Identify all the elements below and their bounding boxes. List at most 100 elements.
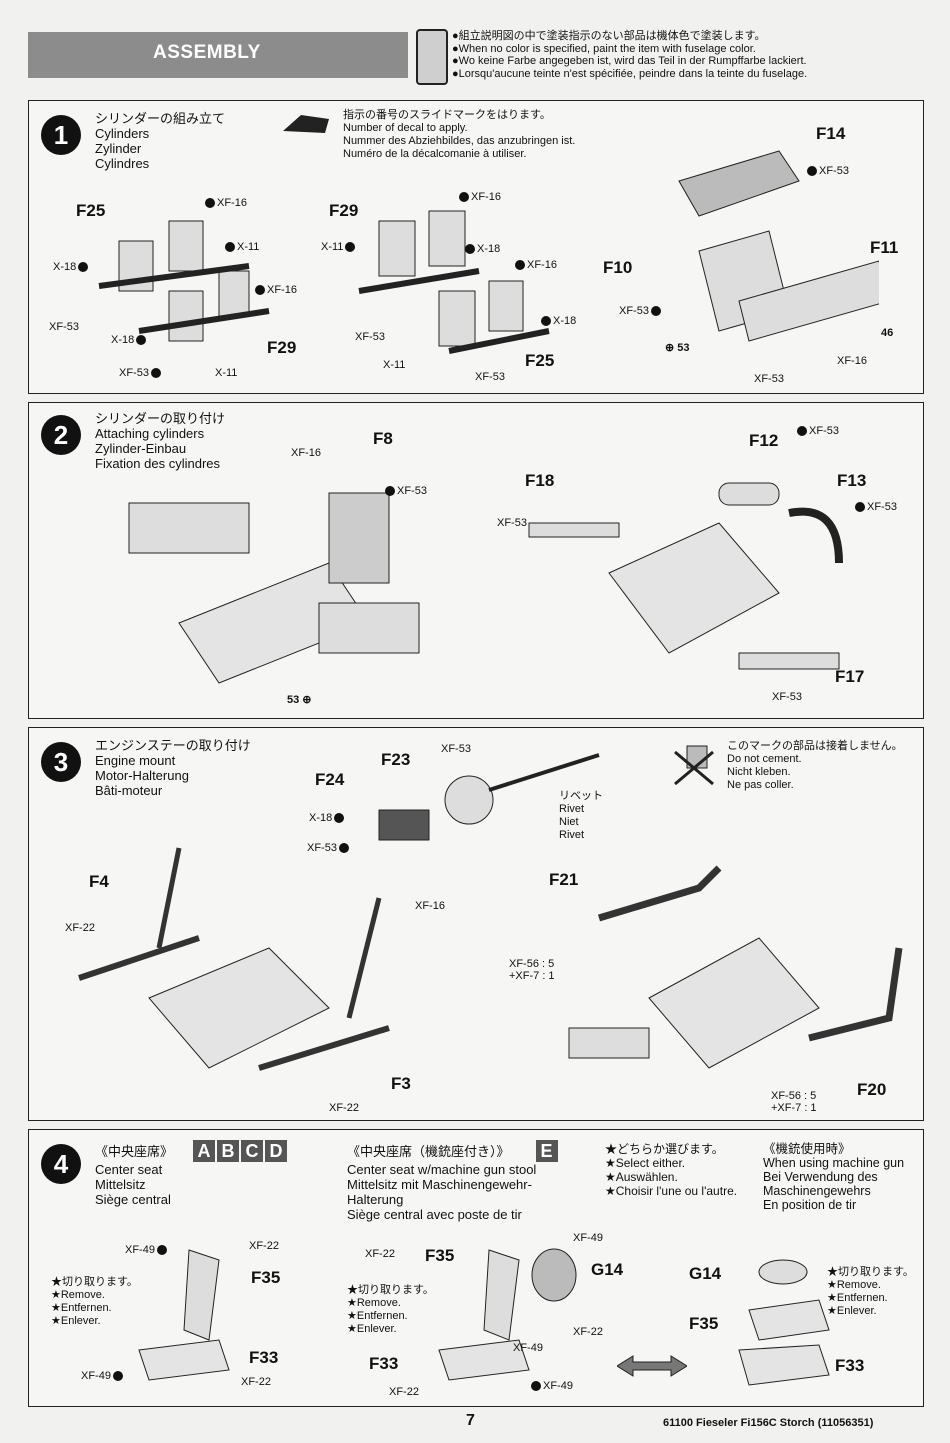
step2-title-de: Zylinder-Einbau <box>95 441 187 456</box>
paint-code: XF-53 <box>497 517 527 529</box>
step4-col4-line: En position de tir <box>763 1198 857 1212</box>
step1-panel: 1 シリンダーの組み立て Cylinders Zylinder Cylindre… <box>28 100 924 394</box>
step4-col3-line: ★Select either. <box>605 1156 686 1170</box>
remove-note-3: ★切り取ります。 ★Remove. ★Entfernen. ★Enlever. <box>827 1266 914 1318</box>
paint-code: XF-53 <box>619 305 649 317</box>
paint-code: X-18 <box>553 315 577 327</box>
part-label: F24 <box>315 770 345 789</box>
remove-fr: ★Enlever. <box>827 1305 877 1317</box>
step4-col1-line: Mittelsitz <box>95 1177 146 1192</box>
paint-code: XF-53 <box>754 373 784 385</box>
paint-code: XF-53 <box>867 501 897 513</box>
cylinder-assembly-left <box>98 220 270 342</box>
paint-code: XF-53 <box>772 691 802 703</box>
part-label: F13 <box>837 471 867 490</box>
seat-drawing-2 <box>438 1248 577 1381</box>
note-fr: ●Lorsqu'aucune teinte n'est spécifiée, p… <box>452 67 808 80</box>
paint-code: XF-53 <box>307 842 337 854</box>
paint-code: XF-16 <box>415 900 445 912</box>
paint-code: XF-16 <box>471 191 501 203</box>
part-label: F25 <box>525 351 555 370</box>
part-label: F33 <box>835 1356 865 1375</box>
step4-col3-line: ★Auswählen. <box>605 1170 678 1184</box>
paint-code: XF-16 <box>291 447 321 459</box>
step1-title-fr: Cylindres <box>95 156 150 171</box>
paint-code: XF-16 <box>527 259 557 271</box>
cement-note-jp: このマークの部品は接着しません。 <box>727 740 903 752</box>
step4-col2-title: 《中央座席（機銃座付き）》 <box>347 1143 510 1159</box>
paint-code: XF-53 <box>809 425 839 437</box>
step4-col3-line: ★Choisir l'une ou l'autre. <box>605 1184 738 1198</box>
step4-col2-line: Mittelsitz mit Maschinengewehr- <box>347 1177 532 1192</box>
paint-code: XF-53 <box>119 367 149 379</box>
remove-jp: ★切り取ります。 <box>51 1276 138 1288</box>
part-label: F11 <box>870 238 899 257</box>
remove-note-1: ★切り取ります。 ★Remove. ★Entfernen. ★Enlever. <box>51 1276 138 1328</box>
step1-title-jp: シリンダーの組み立て <box>95 111 226 126</box>
cement-note: このマークの部品は接着しません。 Do not cement. Nicht kl… <box>727 740 903 792</box>
paint-code: XF-49 <box>125 1244 155 1256</box>
paint-code: X-18 <box>309 812 333 824</box>
part-label: F18 <box>525 471 555 490</box>
cylinder-assembly-right <box>358 210 550 354</box>
paint-code: XF-22 <box>389 1386 419 1398</box>
paint-code: XF-49 <box>543 1380 573 1392</box>
remove-fr: ★Enlever. <box>347 1323 397 1335</box>
version-letter: A <box>193 1140 216 1162</box>
step2-title-jp: シリンダーの取り付け <box>95 411 226 426</box>
step4-col1-title: 《中央座席》 <box>95 1143 174 1159</box>
step2-panel: 2 シリンダーの取り付け Attaching cylinders Zylinde… <box>28 402 924 719</box>
step4-col4-line: Bei Verwendung des <box>763 1170 878 1184</box>
part-label: F25 <box>76 201 106 220</box>
rivet-note: リベット Rivet Niet Rivet <box>559 790 603 842</box>
part-label: G14 <box>591 1260 624 1279</box>
step3-title-en: Engine mount <box>95 753 176 768</box>
paint-code: XF-22 <box>573 1326 603 1338</box>
paint-code: XF-22 <box>241 1376 271 1388</box>
paint-code: X-18 <box>477 243 501 255</box>
decal-note-fr: Numéro de la décalcomanie à utiliser. <box>343 148 527 160</box>
paint-code: XF-49 <box>81 1370 111 1382</box>
part-label: F10 <box>603 258 633 277</box>
step2-title: シリンダーの取り付け Attaching cylinders Zylinder-… <box>95 411 225 471</box>
paint-code: XF-49 <box>573 1232 603 1244</box>
product-code: 61100 Fieseler Fi156C Storch (11056351) <box>663 1417 874 1429</box>
version-letter: D <box>265 1140 288 1162</box>
step4-col4-line: Maschinengewehrs <box>763 1184 871 1198</box>
rivet-en: Rivet <box>559 803 585 815</box>
note-en: ●When no color is specified, paint the i… <box>452 42 756 55</box>
engine-block-left <box>128 492 420 684</box>
step2-title-en: Attaching cylinders <box>95 426 205 441</box>
paint-code: X-11 <box>215 367 238 379</box>
part-label: F29 <box>267 338 297 357</box>
paint-code: XF-16 <box>267 284 297 296</box>
rivet-de: Niet <box>559 816 579 828</box>
page-number: 7 <box>466 1412 475 1429</box>
decal-note-de: Nummer des Abziehbildes, das anzubringen… <box>343 135 576 147</box>
decal-number: 53 <box>677 342 690 354</box>
step3-title: エンジンステーの取り付け Engine mount Motor-Halterun… <box>95 738 251 798</box>
step1-title: シリンダーの組み立て Cylinders Zylinder Cylindres <box>95 111 225 171</box>
step4-col4-title: 《機銃使用時》 <box>763 1142 851 1156</box>
step1-title-en: Cylinders <box>95 126 150 141</box>
paint-mix: +XF-7 : 1 <box>771 1102 817 1114</box>
part-label: F35 <box>251 1268 281 1287</box>
part-label: F4 <box>89 872 109 891</box>
decal-number: 46 <box>881 327 894 339</box>
decal-note: 指示の番号のスライドマークをはります。 Number of decal to a… <box>343 109 575 161</box>
decal-arrow-icon <box>283 115 329 133</box>
part-label: F23 <box>381 750 411 769</box>
paint-code: X-11 <box>321 241 344 253</box>
remove-fr: ★Enlever. <box>51 1315 101 1327</box>
step3-number: 3 <box>41 742 81 782</box>
step1-title-de: Zylinder <box>95 141 142 156</box>
step4-col2-line: Center seat w/machine gun stool <box>347 1162 537 1177</box>
header-notes: ●組立説明図の中で塗装指示のない部品は機体色で塗装します。 ●When no c… <box>452 30 807 80</box>
paint-mix: XF-56 : 5 <box>509 958 555 970</box>
cement-note-fr: Ne pas coller. <box>727 779 794 791</box>
paint-code: XF-53 <box>441 743 471 755</box>
engine-mount-right <box>568 865 903 1069</box>
paint-can-icon <box>416 29 448 85</box>
remove-en: ★Remove. <box>347 1297 401 1309</box>
